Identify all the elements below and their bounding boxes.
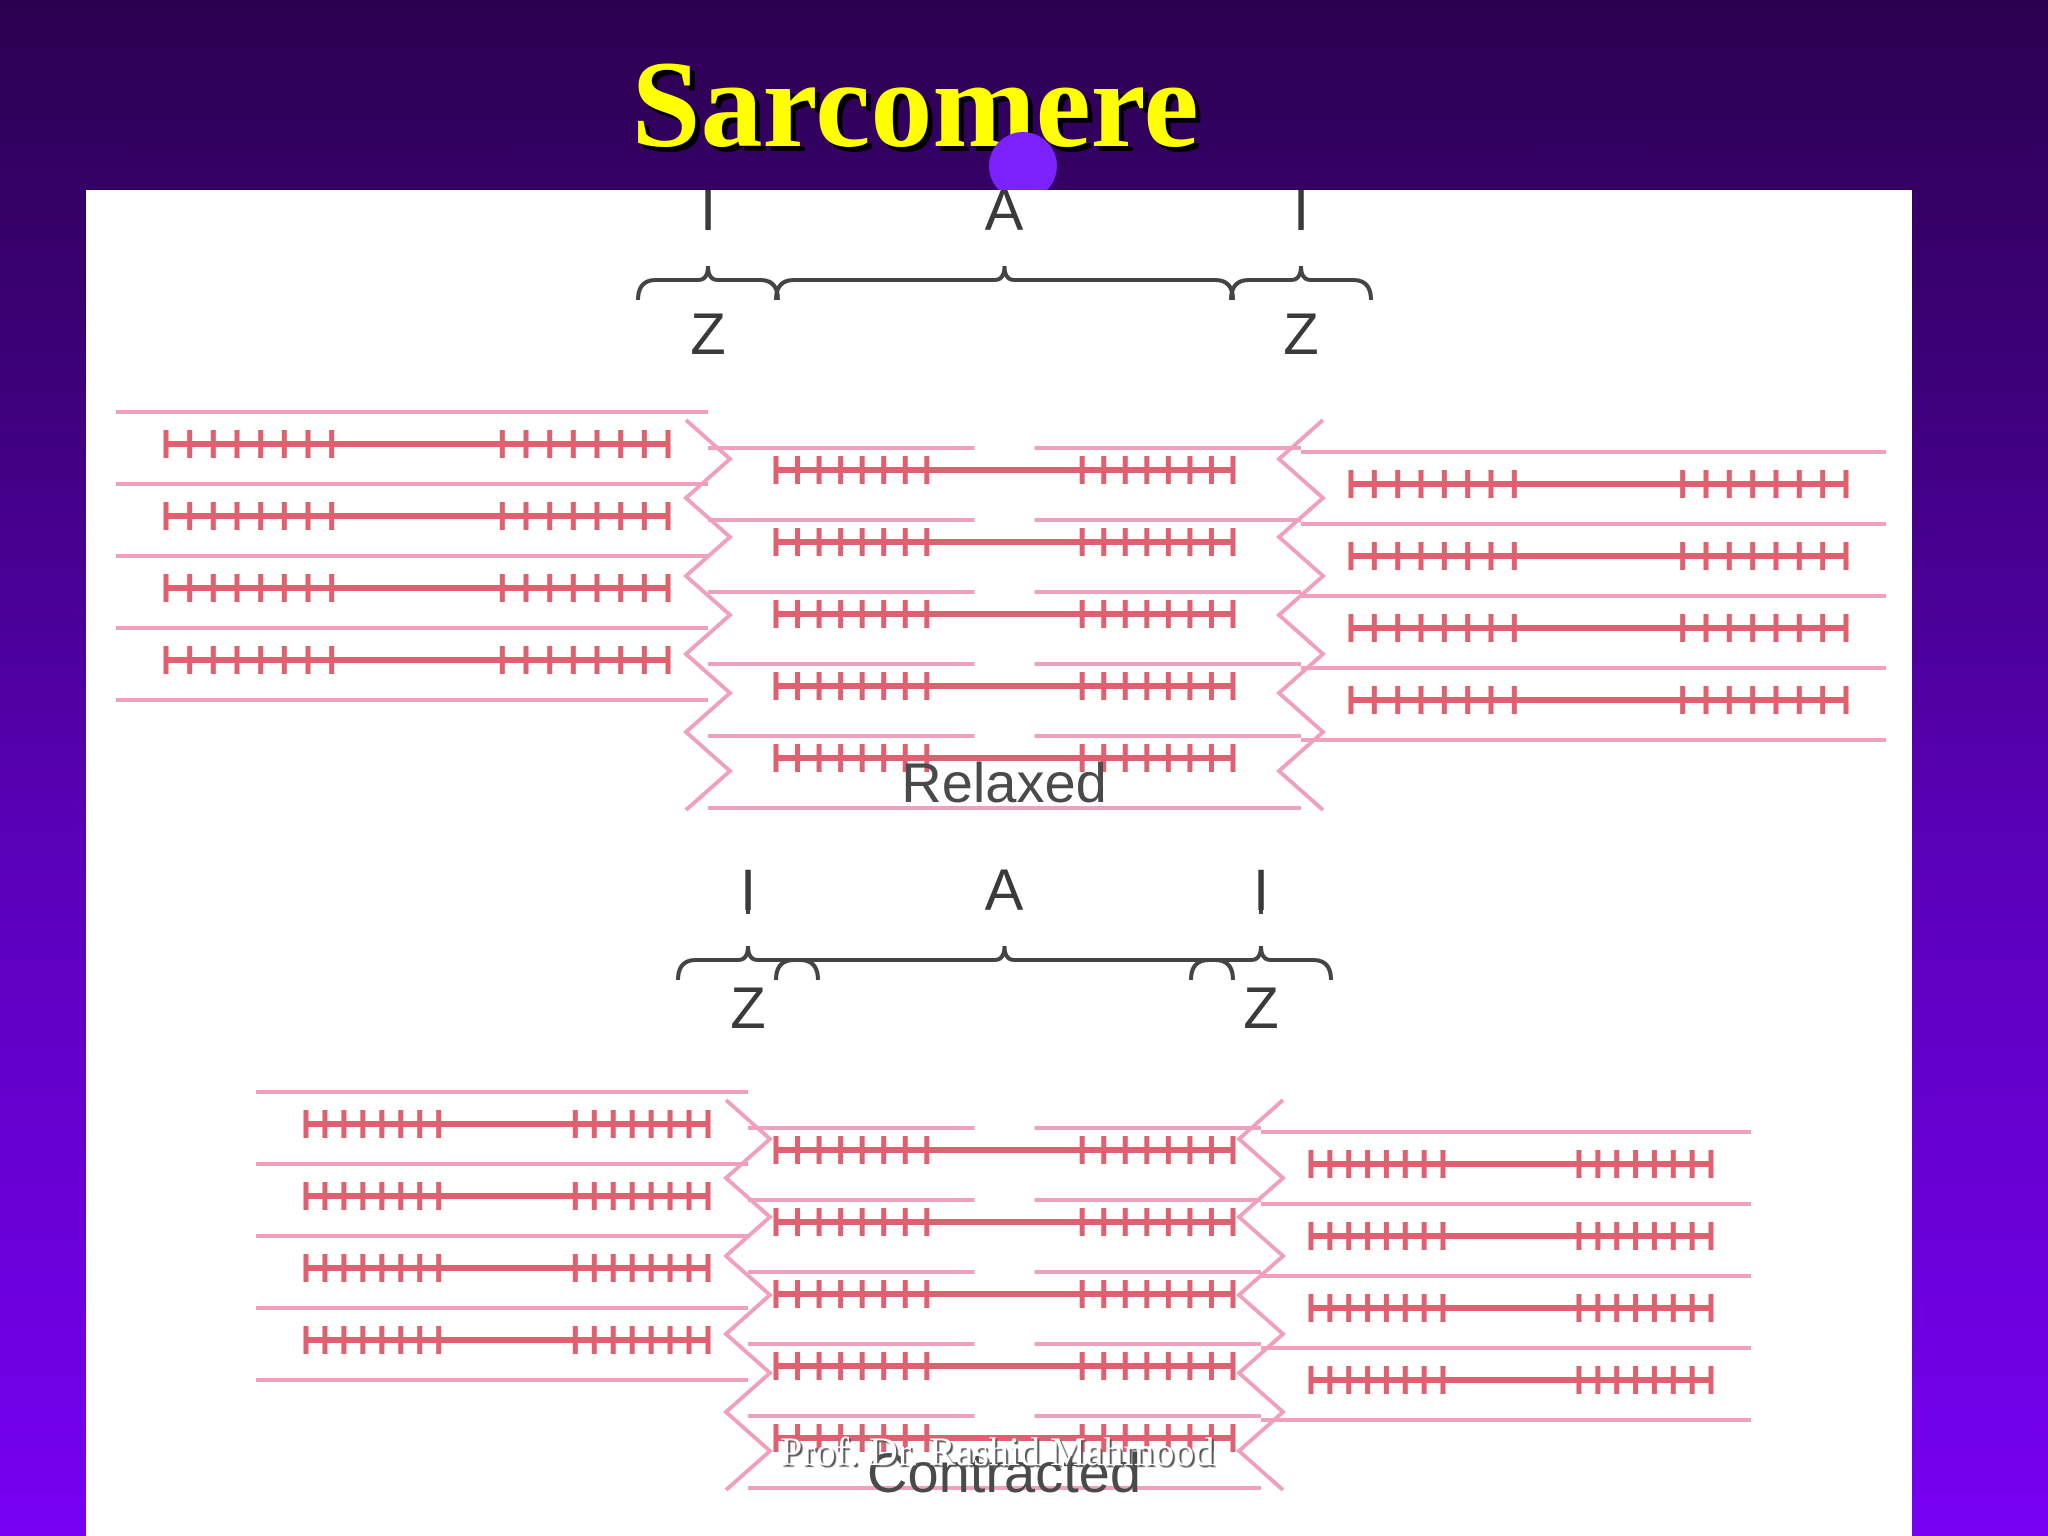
- z-disc: [1275, 418, 1327, 812]
- slide-title: Sarcomere: [631, 36, 1199, 173]
- relaxed-i-band-label-left: I: [700, 190, 716, 243]
- i-band-bracket-right: [1229, 265, 1373, 301]
- relaxed-a-band-label: A: [985, 190, 1024, 243]
- contracted-sarcomere: [256, 870, 1751, 1492]
- a-band-bracket: [774, 265, 1235, 301]
- contracted-z-line-label-left: Z: [730, 976, 765, 1041]
- contracted-z-line-label-right: Z: [1243, 976, 1278, 1041]
- i-band-bracket-left: [676, 945, 820, 981]
- z-disc: [722, 1098, 774, 1492]
- contracted-caption: Contracted: [867, 1441, 1141, 1504]
- i-band-bracket-left: [636, 265, 780, 301]
- relaxed-i-band-label-right: I: [1293, 190, 1309, 243]
- author-footer: Prof. Dr. Rashid Mahmood: [780, 1429, 1215, 1474]
- a-band-bracket: [774, 945, 1235, 981]
- relaxed-sarcomere: [116, 190, 1886, 812]
- sarcomere-diagram: I A I Z Z Relaxed I A I Z Z Contracted: [116, 190, 1886, 1504]
- contracted-i-band-label-left: I: [740, 858, 756, 923]
- sarcomere-figure: I A I Z Z Relaxed I A I Z Z Contracted: [86, 190, 1912, 1536]
- laser-pointer-dot: [989, 132, 1057, 200]
- relaxed-z-line-label-right: Z: [1283, 302, 1318, 367]
- contracted-i-band-label-right: I: [1253, 858, 1269, 923]
- z-disc: [682, 418, 734, 812]
- relaxed-z-line-label-left: Z: [690, 302, 725, 367]
- z-disc: [1235, 1098, 1287, 1492]
- i-band-bracket-right: [1189, 945, 1333, 981]
- relaxed-caption: Relaxed: [901, 751, 1106, 814]
- contracted-a-band-label: A: [985, 858, 1024, 923]
